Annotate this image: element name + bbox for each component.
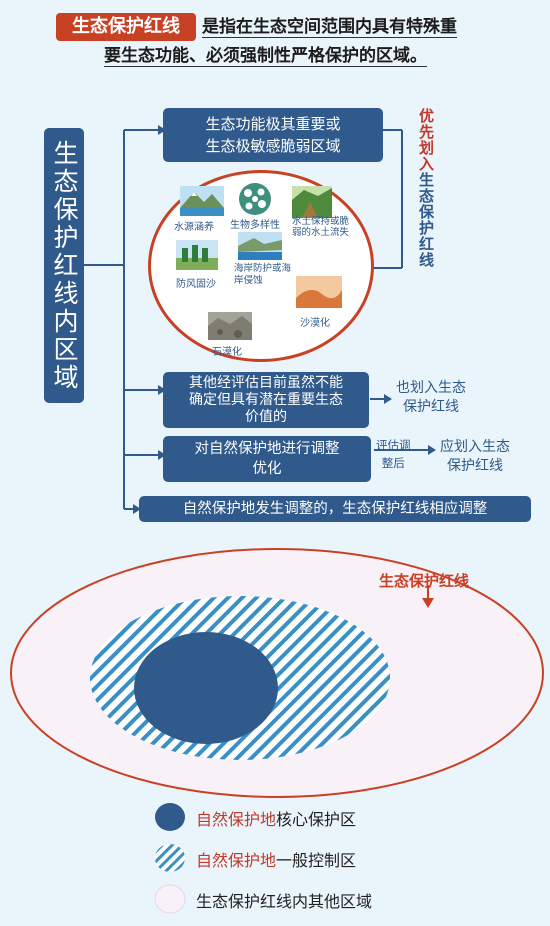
- adjustment-note-box: 自然保护地发生调整的，生态保护红线相应调整: [139, 496, 531, 522]
- coast-icon: [238, 232, 282, 260]
- definition-line-1: 是指在生态空间范围内具有特殊重: [202, 17, 457, 38]
- assess-label: 评估调 整后: [376, 436, 411, 472]
- item-coast-label: 海岸防护或海岸侵蚀: [234, 263, 292, 286]
- box3-result-line2: 保护红线: [447, 458, 503, 474]
- item-desert-label: 沙漠化: [300, 318, 330, 329]
- box3-line2: 优化: [252, 461, 282, 477]
- box2-result: 也划入生态 保护红线: [396, 379, 466, 417]
- box3-result: 应划入生态 保护红线: [440, 438, 510, 476]
- box3-line1: 对自然保护地进行调整: [194, 441, 340, 457]
- legend-general-swatch: [155, 844, 185, 872]
- potential-value-box: 其他经评估目前虽然不能 确定但具有潜在重要生态 价值的: [163, 372, 369, 428]
- box2-result-line1: 也划入生态: [396, 380, 466, 396]
- box1-line1: 生态功能极其重要或: [205, 115, 341, 133]
- item-biodiversity-label: 生物多样性: [230, 220, 280, 231]
- item-water-label: 水源涵养: [174, 222, 214, 233]
- box1-line2: 生态极敏感脆弱区域: [205, 137, 341, 155]
- assess-line1: 评估调: [376, 438, 411, 452]
- priority-blue: 生态保护红线: [417, 172, 435, 268]
- item-windbreak-label: 防风固沙: [176, 279, 216, 290]
- core-protection-area: [134, 632, 278, 744]
- title-tag: 生态保护红线: [56, 13, 196, 41]
- box2-line3: 价值的: [245, 409, 287, 425]
- assess-line2: 整后: [381, 456, 405, 470]
- legend-core-label: 自然保护地核心保护区: [196, 810, 357, 829]
- adjust-optimize-box: 对自然保护地进行调整 优化: [163, 436, 371, 482]
- important-function-box: 生态功能极其重要或 生态极敏感脆弱区域: [163, 108, 383, 162]
- biodiversity-icon: [239, 183, 271, 215]
- zoning-diagram: [10, 548, 544, 914]
- item-soil-label: 水土保持或脆弱的水土流失: [292, 216, 350, 238]
- windbreak-icon: [176, 240, 218, 270]
- legend-other-label: 生态保护红线内其他区域: [196, 892, 373, 911]
- mountain-water-icon: [180, 186, 224, 216]
- legend-other-swatch: [154, 884, 186, 914]
- legend-general-label: 自然保护地一般控制区: [196, 851, 357, 870]
- box2-line2: 确定但具有潜在重要生态: [189, 392, 343, 408]
- side-label-box: 生态保护红线内区域: [44, 128, 84, 403]
- priority-label: 优先划入生态保护红线: [416, 108, 437, 268]
- side-label: 生态保护红线内区域: [50, 139, 79, 392]
- priority-red: 优先划入: [417, 108, 435, 172]
- box2-result-line2: 保护红线: [403, 399, 459, 415]
- box2-line1: 其他经评估目前虽然不能: [189, 375, 343, 391]
- rocky-desert-icon: [208, 312, 252, 340]
- desert-icon: [296, 276, 342, 308]
- box3-result-line1: 应划入生态: [440, 439, 510, 455]
- soil-erosion-icon: [292, 186, 332, 218]
- legend-core-swatch: [155, 803, 185, 831]
- definition-line-2: 要生态功能、必须强制性严格保护的区域。: [104, 46, 427, 67]
- item-rocky-label: 石漠化: [212, 347, 242, 358]
- redline-diagram-label: 生态保护红线: [379, 572, 470, 590]
